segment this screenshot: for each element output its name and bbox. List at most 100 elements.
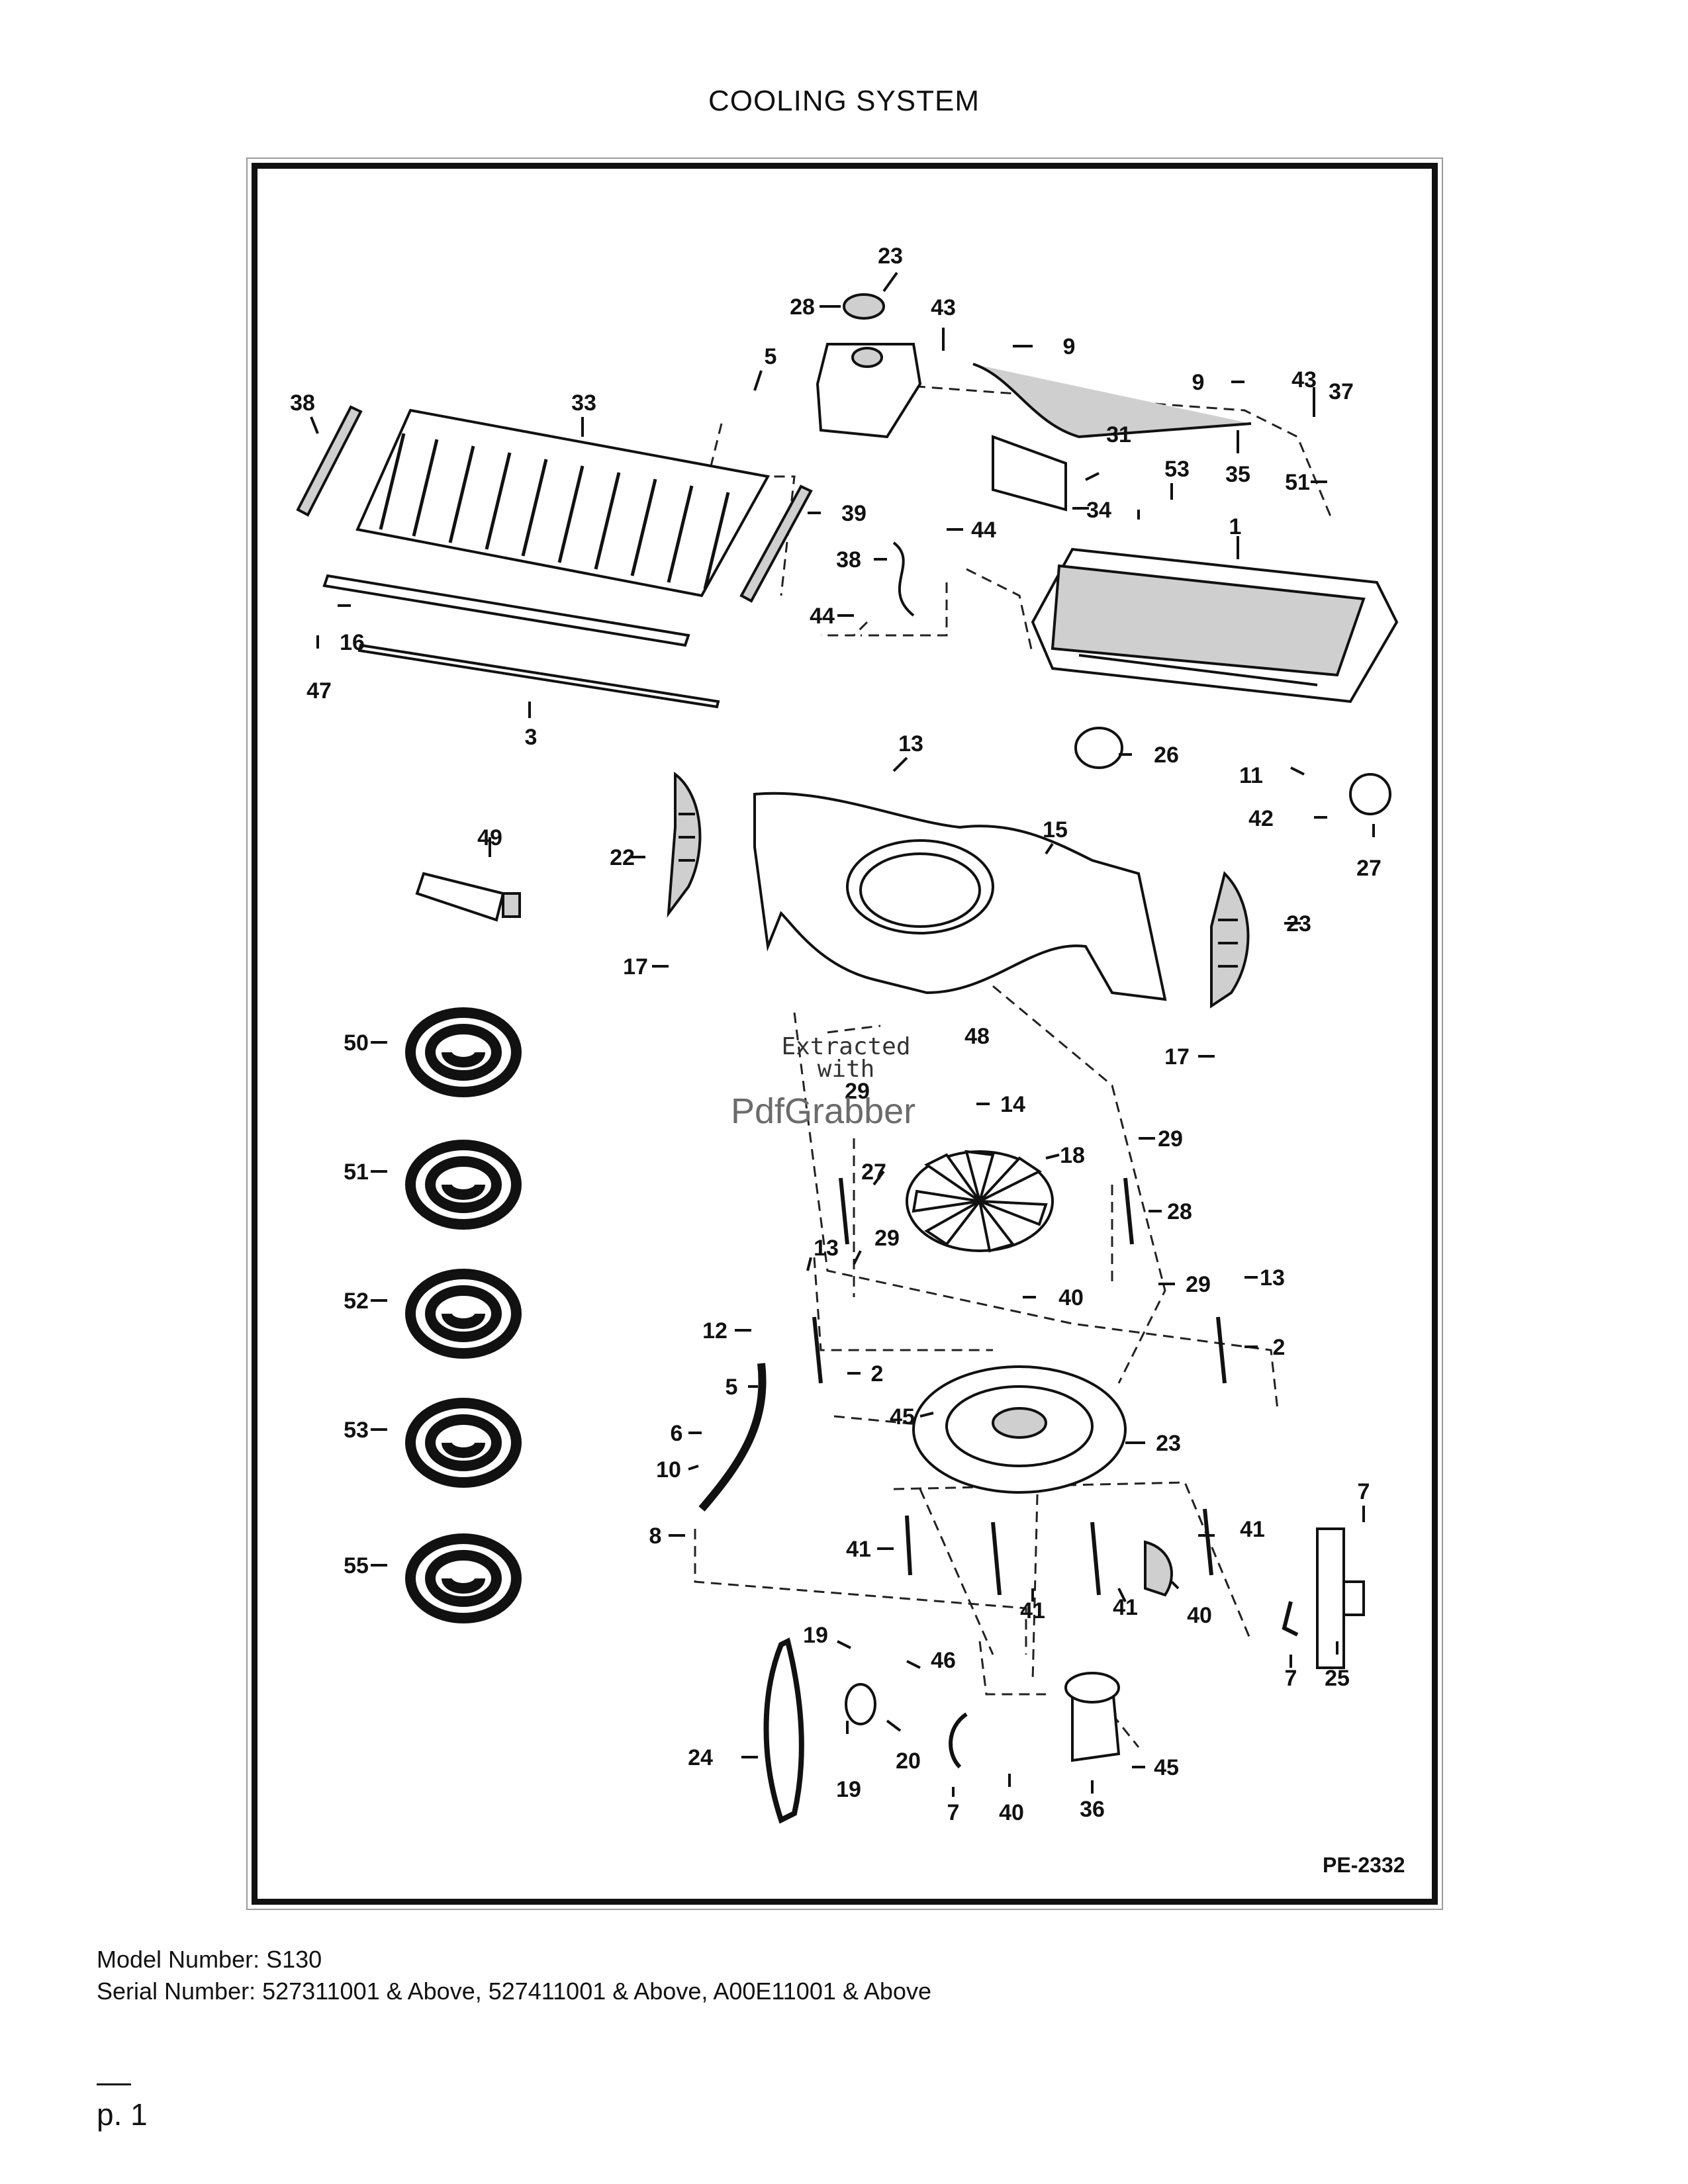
callout-19: 19 [803,1623,828,1648]
callout-43: 43 [931,295,956,320]
callout-48: 48 [964,1024,990,1049]
callout-45: 45 [890,1404,915,1430]
callout-2b: 2 [871,1361,884,1387]
callout-39: 40 [1187,1603,1212,1628]
callout-2: 2 [1273,1335,1286,1360]
callout-41: 41 [1240,1517,1265,1542]
callout-38: 38 [290,390,315,416]
serial-number: Serial Number: 527311001 & Above, 527411… [97,1978,931,2005]
callout-34: 35 [1225,462,1250,487]
callout-51: 51 [344,1160,369,1185]
callout-21: 22 [610,845,635,870]
callout-27b: 28 [1167,1199,1192,1224]
callout-49: 49 [477,825,502,850]
callout-20: 20 [896,1749,921,1774]
callout-26b: 27 [1356,856,1382,881]
callout-29: 29 [845,1079,870,1104]
callout-28: 28 [790,295,815,320]
callout-5: 5 [726,1375,738,1400]
callout-17: 17 [623,954,648,979]
callout-9b: 9 [1192,370,1205,395]
assembly-dash-lines [694,383,1332,1748]
callout-56: 55 [344,1553,369,1578]
callout-26: 26 [1154,743,1179,768]
callout-54: 51 [1285,470,1310,495]
drain-hose [698,1363,767,1512]
callout-29b: 29 [1158,1126,1183,1152]
leader-lines [310,271,1375,1797]
callout-7: 7 [1358,1479,1370,1504]
page-rule [97,2083,131,2085]
callout-6: 6 [671,1421,683,1446]
studs [812,1177,1227,1596]
fan-drive-plate [912,1365,1127,1494]
callout-47: 47 [306,678,332,704]
callout-36: 37 [1329,379,1354,404]
exploded-parts-diagram: 23 28 43 9 5 9 43 37 38 33 31 35 51 53 3… [290,244,1399,1825]
hose-coils [405,1007,522,1623]
model-number: Model Number: S130 [97,1946,322,1973]
callout-45b: 45 [1154,1755,1179,1780]
callout-29c: 29 [874,1226,900,1251]
callout-17b: 17 [1164,1044,1190,1069]
callout-25: 25 [1325,1666,1350,1691]
callout-13b: 13 [814,1236,839,1261]
callout-9: 9 [1063,334,1076,359]
callout-14: 14 [1000,1092,1025,1117]
callout-52: 52 [344,1289,369,1314]
callout-22: 23 [1286,911,1311,936]
callout-55: 53 [1164,457,1190,482]
fan-shroud [667,771,1250,1009]
callout-44: 44 [971,518,996,543]
callout-41d: 41 [1113,1595,1138,1620]
callout-40: 40 [1058,1285,1084,1310]
callout-24: 24 [688,1745,713,1770]
callout-43b: 43 [1291,367,1317,392]
page-title: COOLING SYSTEM [708,85,980,117]
callout-38b: 39 [841,501,867,526]
watermark-line1: Extracted [781,1033,911,1060]
callout-16: 16 [340,630,365,655]
callout-4: 5 [765,344,777,369]
callout-labels: 23 28 43 9 5 9 43 37 38 33 31 35 51 53 3… [290,244,1382,1825]
callout-31: 23 [878,244,903,269]
callout-42: 42 [1248,806,1274,831]
callout-12: 12 [702,1318,727,1343]
radiator [1031,547,1399,815]
callout-15: 15 [1043,817,1068,842]
page-number: p. 1 [97,2097,148,2132]
watermark-line2: with [817,1056,875,1083]
watermark-brand: PdfGrabber [731,1091,916,1131]
callout-3: 3 [525,725,538,750]
callout-19b: 19 [836,1777,861,1802]
callout-11: 11 [1239,763,1263,788]
callout-44b: 44 [810,604,835,629]
callout-8: 8 [649,1524,662,1549]
callout-41b: 41 [846,1537,871,1562]
callout-35: 36 [1080,1797,1105,1822]
callout-41c: 41 [1020,1598,1045,1623]
callout-33: 34 [1086,498,1111,523]
callout-18: 18 [1060,1143,1085,1168]
callout-37: 38 [836,547,861,572]
fan-blade [906,1150,1054,1253]
callout-7b: 7 [1285,1666,1297,1691]
callout-13: 13 [898,731,923,756]
callout-13c: 13 [1260,1265,1285,1291]
callout-50: 50 [344,1030,369,1056]
callout-53: 53 [344,1418,369,1443]
callout-29d: 29 [1186,1272,1211,1297]
callout-46: 46 [931,1648,956,1673]
callout-7c: 7 [947,1800,960,1825]
callout-23: 23 [1156,1431,1181,1456]
sealant-tube [415,872,521,922]
callout-32: 33 [571,390,596,416]
grille-assembly [296,405,813,709]
diagram-outer-border [246,158,1443,1910]
drive-components [763,1527,1365,1824]
callout-27: 27 [861,1160,886,1185]
callout-1: 1 [1229,514,1242,539]
diagram-reference-code: PE-2332 [1323,1853,1405,1877]
callout-10: 10 [656,1457,681,1482]
coolant-reservoir [816,293,1252,617]
